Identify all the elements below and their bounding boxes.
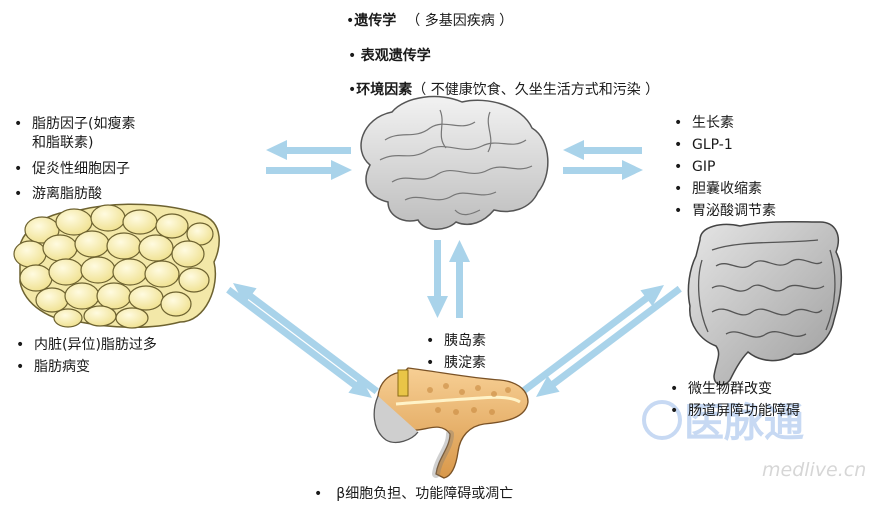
gut-hormone-item: 胆囊收缩素 [672,178,776,200]
fat-cell [80,256,116,284]
adipose-item-2: •促炎性细胞因子 [14,161,130,177]
adipose-condition-item: 脂肪病变 [14,356,157,378]
fat-cell [138,234,174,262]
arrow-adipose-to-pancreas [226,286,372,398]
pancreas-hormone-item: 胰淀素 [424,352,486,374]
arrow-brain-to-adipose [266,140,351,160]
gut-condition-item: 肠道屏障功能障碍 [668,400,800,422]
factor-genetics: •遗传学（ 多基因疾病 ） [346,13,514,29]
arrow-gut-to-pancreas [536,285,682,397]
pancreas-illustration [373,367,529,479]
factor-detail: （ 不健康饮食、久坐生活方式和污染 ） [412,82,660,98]
factor-environment: •环境因素（ 不健康饮食、久坐生活方式和污染 ） [348,82,660,98]
fat-cell [128,285,164,311]
arrow-adipose-to-brain [266,160,352,180]
fat-cell [83,305,117,327]
fat-cell [53,308,83,328]
arrow-brain-to-gut [563,160,643,180]
adipose-tissue-illustration [13,203,220,329]
adipose-item-1: •脂肪因子(如瘦素 [14,116,136,132]
fat-cell [90,204,126,232]
gut-condition-item: 微生物群改变 [668,378,800,400]
arrow-brain-to-pancreas [427,240,448,318]
factor-label: 环境因素 [356,82,413,98]
adipose-condition-item: 内脏(异位)脂肪过多 [14,334,157,356]
gut-hormone-item: 生长素 [672,112,776,134]
factor-epigenetics: • 表观遗传学 [348,48,431,64]
arrow-pancreas-to-adipose [233,283,379,395]
watermark-url: medlive.cn [762,459,866,481]
fat-cell [19,264,53,292]
gut-hormone-item: GIP [672,156,776,178]
gut-hormone-item: GLP-1 [672,134,776,156]
gut-hormone-item: 胃泌酸调节素 [672,200,776,222]
pancreas-hormone-item: 胰岛素 [424,330,486,352]
fat-cell [144,260,180,288]
fat-cell [106,232,142,260]
fat-cell [64,282,100,310]
arrow-pancreas-to-gut [518,285,664,397]
factor-detail: （ 多基因疾病 ） [406,13,514,29]
fat-cell [74,230,110,258]
brain-illustration [360,95,549,230]
fat-cell [160,291,192,317]
fat-cell [48,258,84,286]
fat-cell [42,234,78,262]
adipose-item-3: •游离脂肪酸 [14,186,102,202]
gut-conditions: 微生物群改变 肠道屏障功能障碍 [668,378,800,422]
fat-cell [178,267,210,293]
fat-cell [112,258,148,286]
pancreas-hormones: 胰岛素 胰淀素 [424,330,486,374]
arrows [226,140,682,398]
factor-label: 表观遗传学 [360,48,431,64]
adipose-conditions: 内脏(异位)脂肪过多 脂肪病变 [14,334,157,378]
intestine-illustration [687,220,843,386]
gut-hormones: 生长素 GLP-1 GIP 胆囊收缩素 胃泌酸调节素 [672,112,776,222]
fat-cell [96,282,132,310]
adipose-item-1-cont: 和脂联素) [32,135,94,151]
fat-cell [155,213,189,239]
fat-cell [35,287,69,313]
factor-label: 遗传学 [354,13,397,29]
fat-cell [171,240,205,268]
fat-cell [122,209,158,235]
arrow-pancreas-to-brain [449,240,470,318]
fat-cell [13,240,47,268]
pancreas-caption: •β细胞负担、功能障碍或凋亡 [314,486,514,502]
arrow-gut-to-brain [563,140,642,160]
fat-cell [115,307,149,329]
